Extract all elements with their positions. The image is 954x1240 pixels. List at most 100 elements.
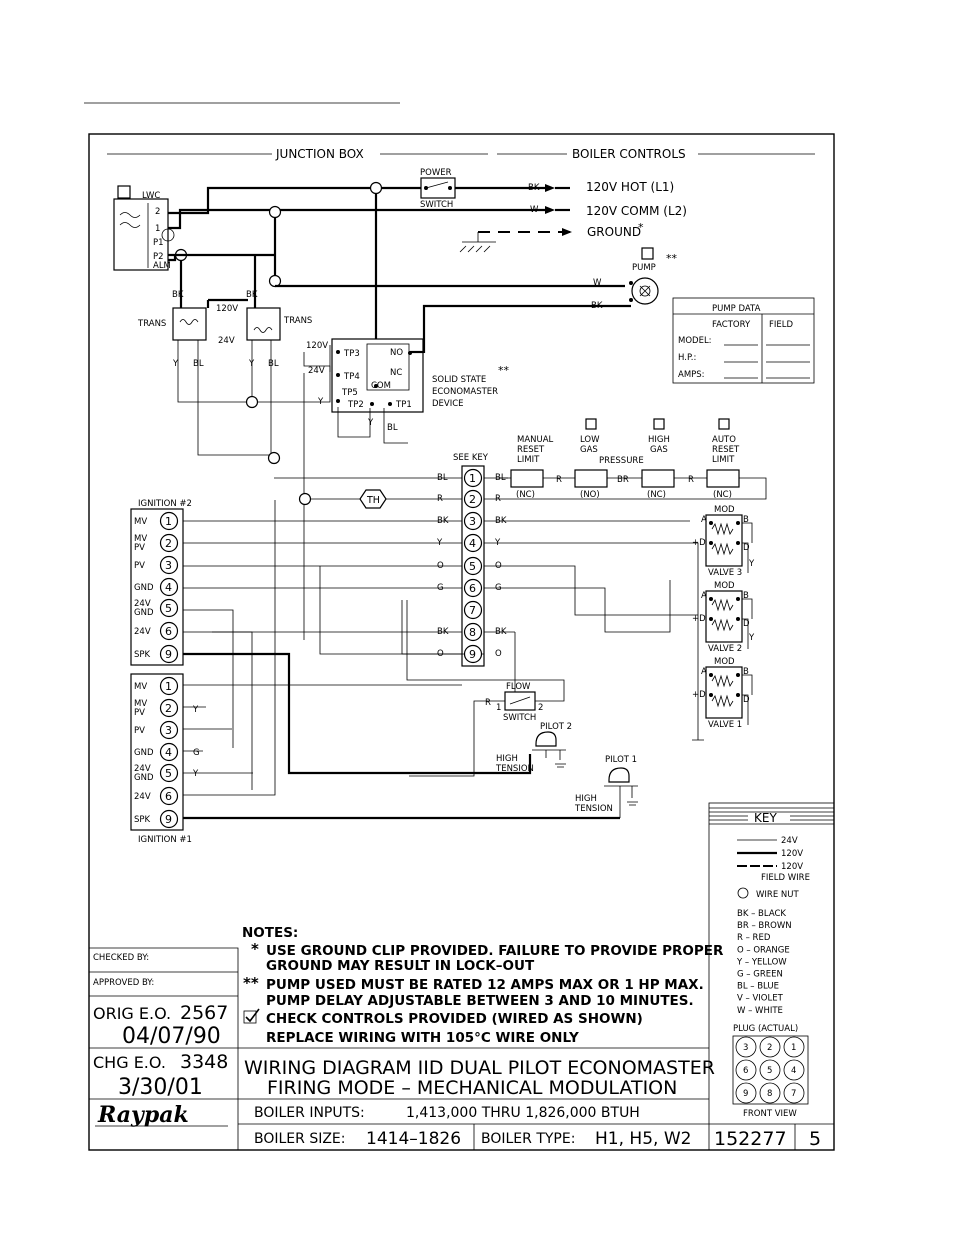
pilot-1-ht-2: TENSION [574,804,613,814]
plug-pin-number: 7 [791,1089,796,1099]
plug-pin [783,1059,805,1081]
strip-left-color: BK [437,516,449,526]
pump-data-amps: AMPS: [678,370,705,380]
valve-d: D [743,543,750,553]
lwc-term-2: 2 [155,207,160,217]
key-field-wire: FIELD WIRE [761,873,810,883]
pilot-2-ht-1: HIGH [496,754,518,764]
valve-a: A [701,591,707,601]
ign1-y2-tag: Y [192,769,199,779]
wire-nut [298,492,312,506]
key-color-entry: G – GREEN [737,970,783,980]
key-legend: KEY 24V 120V 120V FIELD WIRE WIRE NUT BK… [708,802,835,1151]
econo-tp1: TP1 [395,400,412,410]
ignition-1-pin-number: 9 [165,813,172,826]
note-2-mark: ** [243,974,259,992]
note-2-line-1: PUMP USED MUST BE RATED 12 AMPS MAX OR 1… [266,977,704,993]
pilot-2-label: PILOT 2 [540,722,572,732]
supply-comm-label: 120V COMM (L2) [586,204,687,218]
see-key-label: SEE KEY [453,453,489,463]
title-block: CHECKED BY: APPROVED BY: ORIG E.O. 2567 … [89,947,834,1150]
strip-right-color: O [495,561,502,571]
pilot-2-ht-2: TENSION [495,764,534,774]
manual-limit-1: MANUAL [517,435,554,445]
plug-pin-number: 2 [767,1043,772,1053]
ignition-2-pin-number: 6 [165,625,172,638]
ignition-2-pin-label: PV [134,543,145,553]
econo-tp3: TP3 [343,349,360,359]
transformer-right: BK TRANS Y BL [246,290,312,369]
econo-label-2: ECONOMASTER [432,387,498,397]
power-switch: POWER SWITCH [420,168,456,210]
pilot-1-label: PILOT 1 [605,755,637,765]
ignition-1-pin-label: PV [134,726,145,736]
strip-left-color: O [437,561,444,571]
valve-a: A [701,667,707,677]
pressure-label: PRESSURE [599,456,644,466]
wire-nut [267,451,281,465]
wire-nut [268,205,282,219]
pump-data-title: PUMP DATA [712,304,761,314]
trans-left-label: TRANS [137,319,166,329]
valve-d: D [743,695,750,705]
high-gas-2: GAS [650,445,668,455]
pump-data-model: MODEL: [678,336,712,346]
raypak-logo: Raypak [97,1102,189,1128]
flow-switch-bottom: SWITCH [503,713,536,723]
strip-terminal [463,622,483,642]
orig-eo-date: 04/07/90 [122,1024,221,1049]
ignition-1-pin-number: 6 [165,790,172,803]
manual-limit-2: RESET [517,445,545,455]
flow-r-tag: R [485,698,491,708]
plug-pin-number: 8 [767,1089,772,1099]
trans-left-y: Y [172,359,179,369]
plug-pin [759,1059,781,1081]
strip-left-color: O [437,649,444,659]
flow-switch: FLOW SWITCH R 1 2 [485,682,543,723]
strip-terminal [463,578,483,598]
low-gas-1: LOW [580,435,600,445]
strip-terminal [463,600,483,620]
strip-right-color: O [495,649,502,659]
strip-terminal-number: 2 [469,493,476,506]
ignition-1-pin-label: MV [134,682,147,692]
valve-pd: +D [692,538,706,548]
boiler-type-label: BOILER TYPE: [481,1131,575,1147]
sheet-number: 5 [809,1128,821,1150]
note-1-mark: * [251,940,259,958]
checkbox-icon [243,1010,257,1024]
notes: NOTES: * USE GROUND CLIP PROVIDED. FAILU… [242,925,724,1046]
valve-label: VALVE 1 [708,720,742,730]
ignition-2-pin [159,598,179,618]
junction-box-label: JUNCTION BOX [275,147,364,161]
valve-pd: +D [692,690,706,700]
limit-br: BR [617,475,629,485]
econo-label-3: DEVICE [432,399,464,409]
plug-pin [735,1059,757,1081]
strip-left-color: BK [437,627,449,637]
ignition-2-pin-label: MV [134,517,147,527]
pump-data-hp: H.P.: [678,353,696,363]
trans-right-label: TRANS [283,316,312,326]
strip-right-color: G [495,583,502,593]
valve-b: B [743,667,749,677]
boiler-size-value: 1414–1826 [366,1129,461,1149]
lwc-label: LWC [142,191,160,201]
ignition-module-2: IGNITION #2 [130,499,192,666]
pump-data-table: PUMP DATA FACTORY FIELD MODEL: H.P.: AMP… [672,297,815,384]
note-2-line-2: PUMP DELAY ADJUSTABLE BETWEEN 3 AND 10 M… [266,993,694,1009]
thermostat-label: TH [366,495,380,506]
econo-tp4: TP4 [343,372,360,382]
valve-pd: +D [692,614,706,624]
econo-com: COM [371,381,391,391]
auto-limit-3: LIMIT [712,455,735,465]
ignition-1-pin-label: 24V [134,764,151,774]
ign1-g-tag: G [193,748,200,758]
ignition-1-pin [159,676,179,696]
plug-pin-number: 9 [743,1089,748,1099]
valve-label: VALVE 2 [708,644,742,654]
orig-eo-number: 2567 [180,1002,228,1024]
econo-label-1: SOLID STATE [432,375,486,385]
valve-b: B [743,591,749,601]
